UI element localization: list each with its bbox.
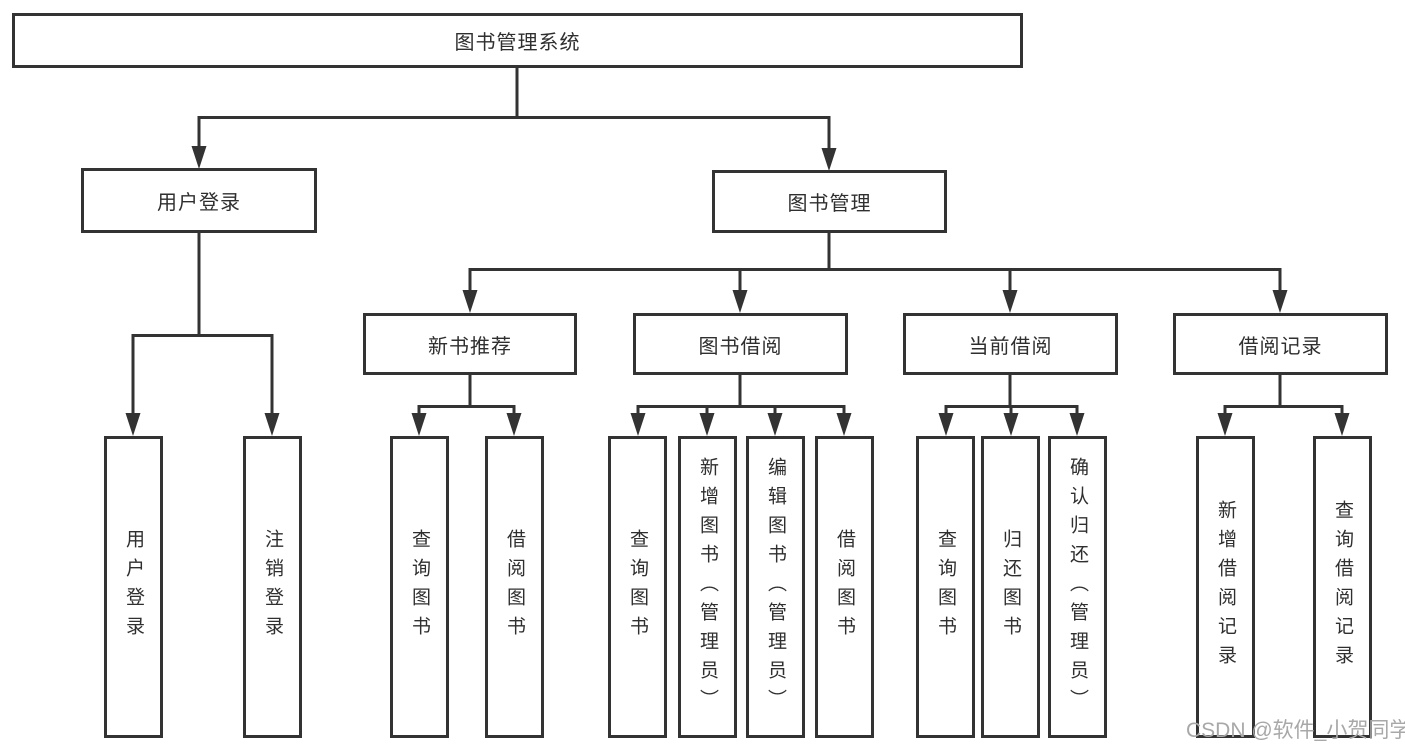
connectors-book-management-to-level3 <box>462 233 1288 313</box>
leaf-query-books-borrowing: 查询图书 <box>608 436 667 738</box>
connectors-book-borrowing-to-children <box>630 375 852 436</box>
node-label: 图书管理 <box>787 193 872 215</box>
node-label: 归还图书 <box>1000 529 1021 645</box>
node-borrowing-records: 借阅记录 <box>1173 313 1388 375</box>
node-current-borrowing: 当前借阅 <box>903 313 1118 375</box>
node-label: 借阅记录 <box>1238 335 1323 358</box>
leaf-add-borrow-record: 新增借阅记录 <box>1196 436 1255 738</box>
leaf-return-books: 归还图书 <box>981 436 1040 738</box>
leaf-borrow-books-borrowing: 借阅图书 <box>815 436 874 738</box>
node-label: 新增借阅记录 <box>1215 500 1236 674</box>
node-label: 图书借阅 <box>698 335 783 358</box>
node-label: 借阅图书 <box>504 529 525 645</box>
leaf-confirm-return-admin: 确认归还（管理员） <box>1048 436 1107 738</box>
leaf-query-borrow-record: 查询借阅记录 <box>1313 436 1372 738</box>
node-label: 当前借阅 <box>968 335 1053 358</box>
node-label: 注销登录 <box>262 529 283 645</box>
node-label: 新书推荐 <box>428 335 512 358</box>
node-book-management: 图书管理 <box>712 170 947 233</box>
node-label: 图书管理系统 <box>454 32 581 54</box>
leaf-add-books-admin: 新增图书（管理员） <box>678 436 737 738</box>
node-label: 查询图书 <box>627 529 648 645</box>
connectors-current-borrowing-to-children <box>938 375 1085 436</box>
node-label: 确认归还（管理员） <box>1067 456 1088 718</box>
node-label: 借阅图书 <box>834 529 855 645</box>
node-label: 用户登录 <box>123 529 144 645</box>
leaf-logout: 注销登录 <box>243 436 302 738</box>
node-book-borrowing: 图书借阅 <box>633 313 848 375</box>
connectors-borrowing-records-to-children <box>1217 375 1350 436</box>
leaf-query-books-recommend: 查询图书 <box>390 436 449 738</box>
node-label: 用户登录 <box>157 192 241 214</box>
connectors-root-to-level2 <box>191 66 837 171</box>
node-label: 新增图书（管理员） <box>697 456 718 718</box>
node-label: 查询图书 <box>409 529 430 645</box>
leaf-user-login: 用户登录 <box>104 436 163 738</box>
node-label: 查询借阅记录 <box>1332 500 1353 674</box>
connectors-user-login-to-children <box>125 233 280 436</box>
leaf-borrow-books-recommend: 借阅图书 <box>485 436 544 738</box>
node-root: 图书管理系统 <box>12 13 1023 68</box>
node-new-book-recommend: 新书推荐 <box>363 313 577 375</box>
node-label: 编辑图书（管理员） <box>765 456 786 718</box>
node-user-login: 用户登录 <box>81 168 317 233</box>
connectors-new-book-recommend-to-children <box>411 375 522 436</box>
node-label: 查询图书 <box>935 529 956 645</box>
leaf-edit-books-admin: 编辑图书（管理员） <box>746 436 805 738</box>
leaf-query-books-current: 查询图书 <box>916 436 975 738</box>
watermark: CSDN @软件_小贺同学 <box>1186 719 1405 742</box>
